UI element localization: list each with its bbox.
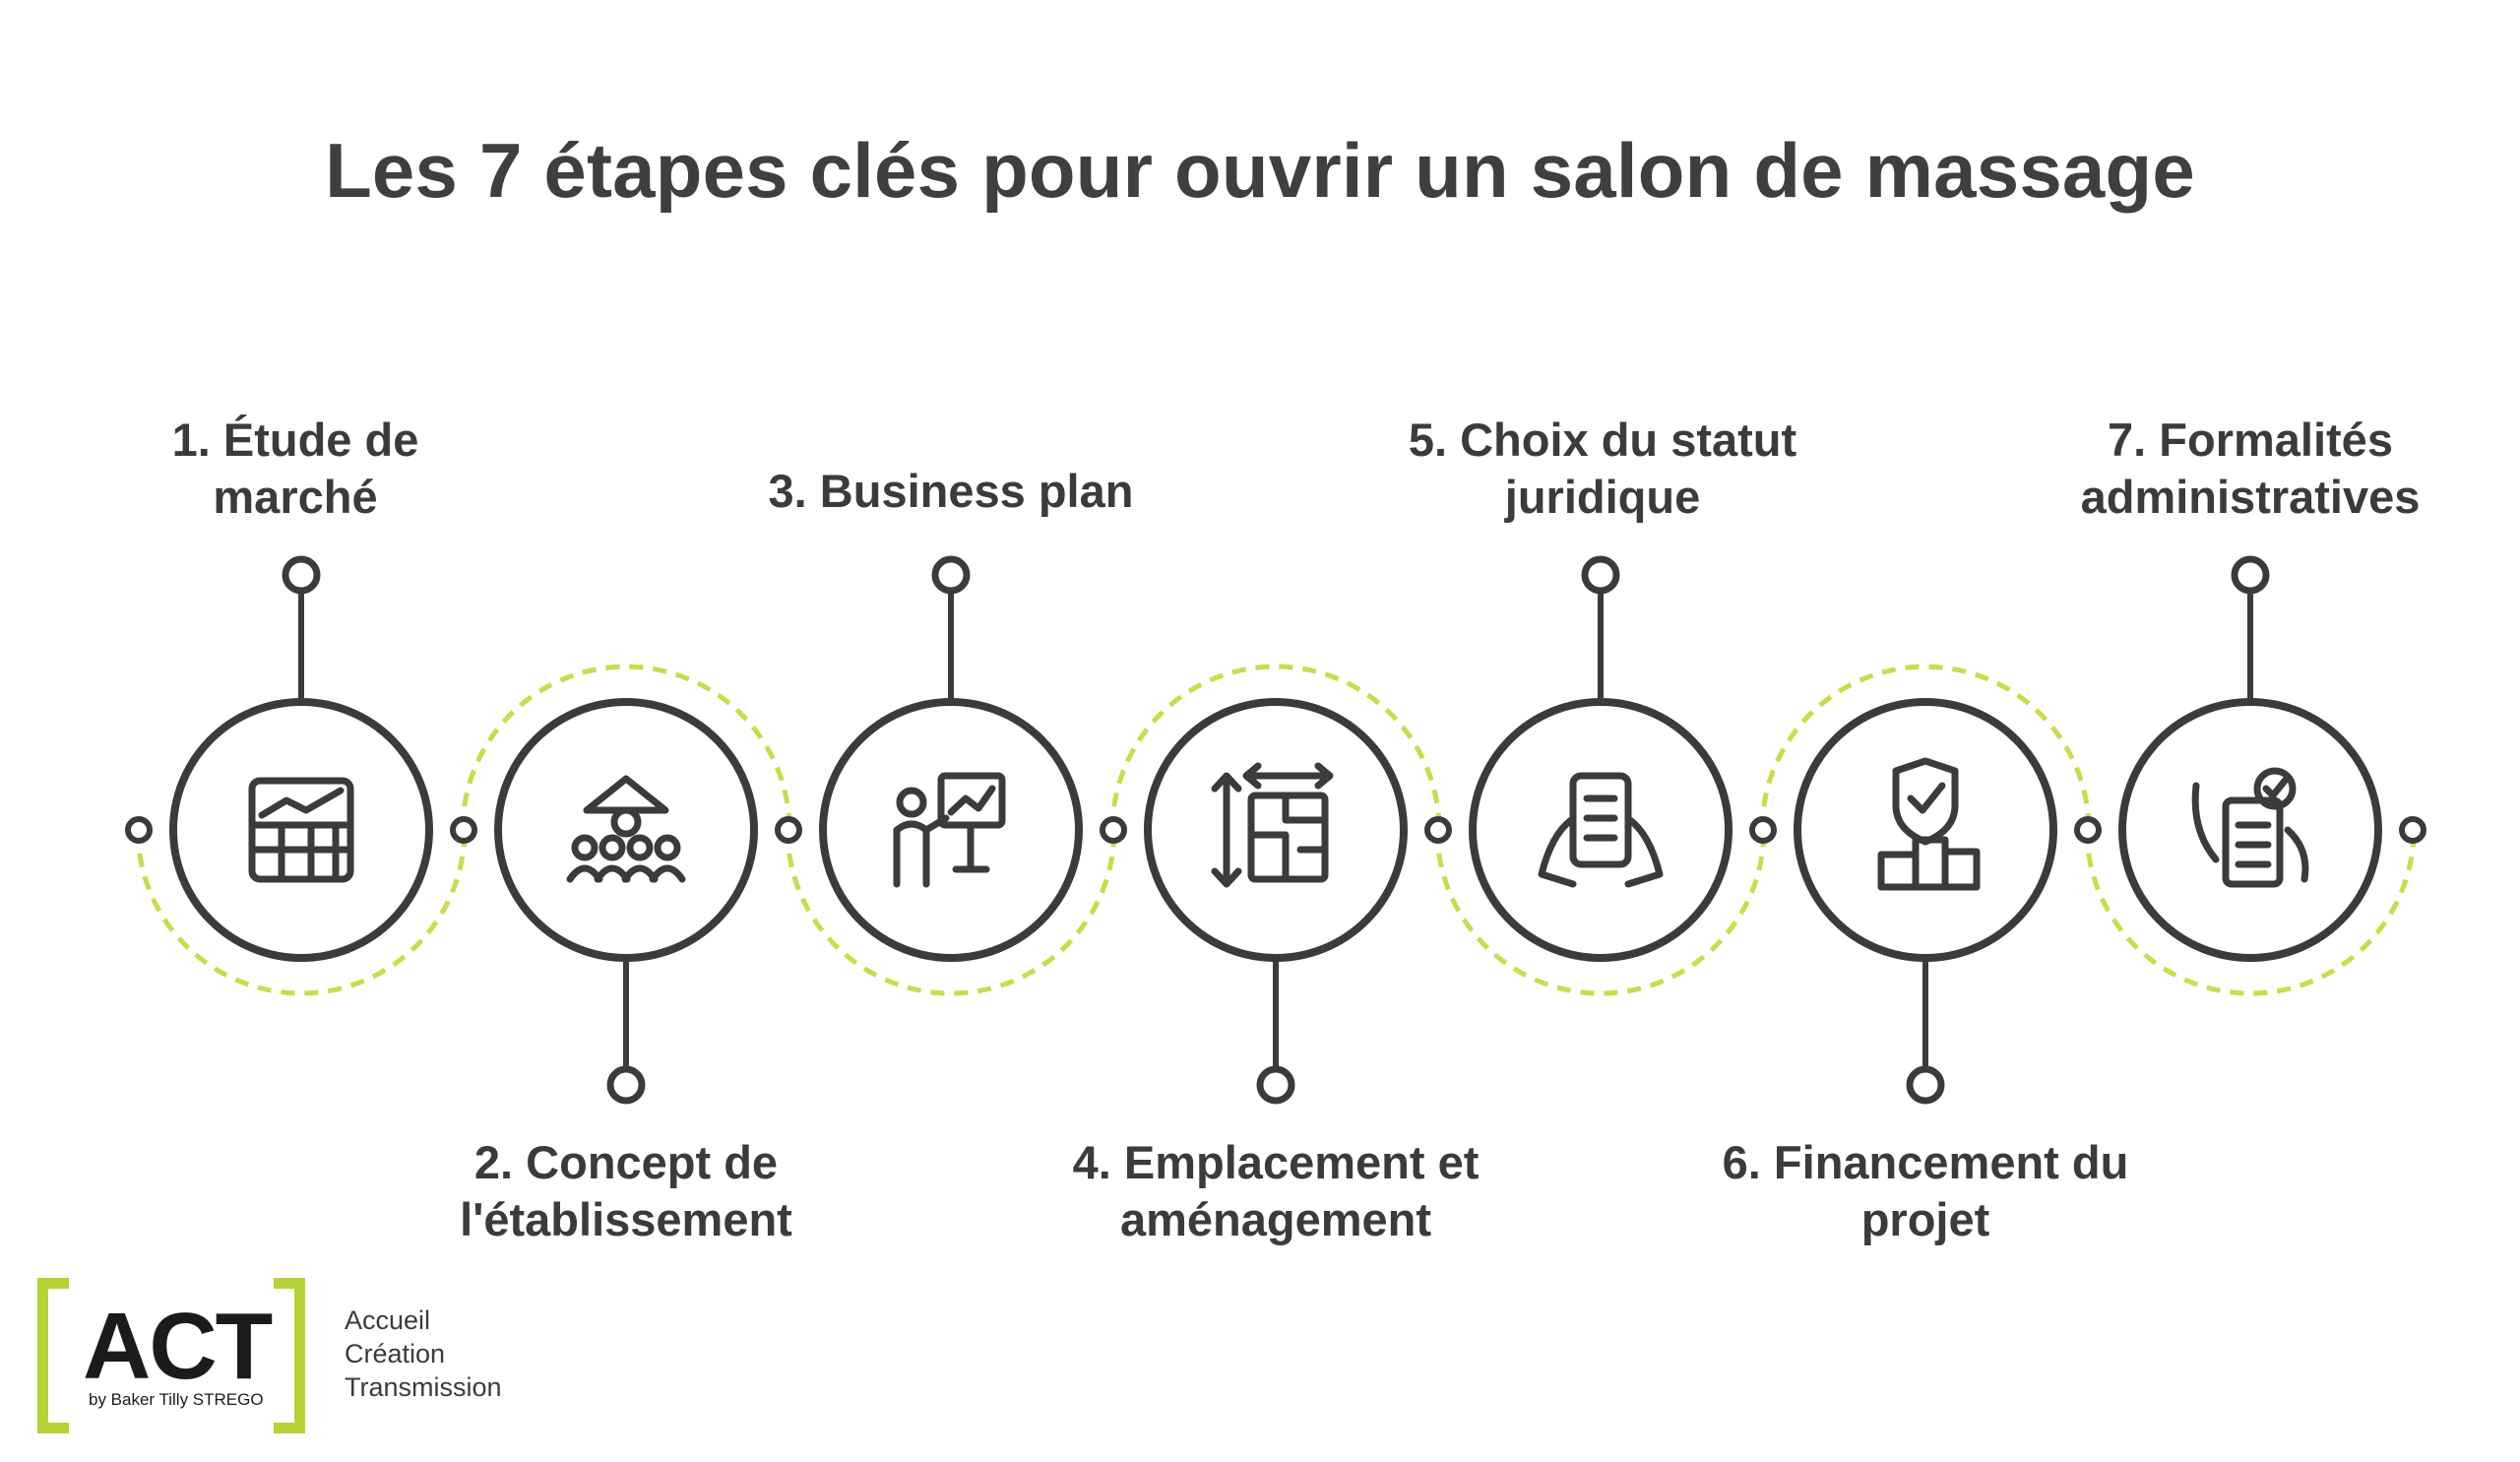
person-head — [654, 834, 681, 861]
logo-tagline: Accueil Création Transmission — [345, 1305, 502, 1402]
document-lines — [1583, 795, 1618, 842]
step-pin — [606, 1065, 646, 1105]
dashed-arc-6 — [1759, 664, 2092, 831]
step-circle — [1794, 698, 2057, 962]
dashed-arc-5 — [1434, 829, 1767, 996]
step-circle — [1144, 698, 1408, 962]
presenter-head — [896, 787, 927, 818]
dashed-arc-1 — [135, 829, 468, 996]
step-pin — [282, 555, 321, 595]
connector-dot — [2399, 816, 2426, 844]
connector-dot — [125, 816, 153, 844]
clipboard — [2222, 796, 2284, 888]
hands — [2191, 782, 2309, 883]
head — [610, 806, 642, 838]
connector-dots — [125, 816, 2426, 844]
check-badge — [2253, 767, 2297, 810]
vertical-arrow — [1211, 772, 1242, 888]
presenter-body — [893, 814, 950, 888]
step-pin — [1581, 555, 1620, 595]
step-3-label: 3. Business plan — [768, 465, 1134, 517]
step-pin — [1256, 1065, 1295, 1105]
dashed-arc-4 — [1109, 664, 1442, 831]
connector-dot — [775, 816, 802, 844]
dashed-arc-2 — [460, 664, 792, 831]
board-trend — [947, 785, 996, 816]
connector-dot — [1749, 816, 1777, 844]
step-6-node — [1794, 698, 2057, 1105]
logo-byline: by Baker Tilly STREGO — [89, 1390, 264, 1409]
sheet-frame — [248, 777, 354, 883]
building-right — [1941, 848, 1981, 891]
step-pin — [2231, 555, 2270, 595]
board-stand — [952, 821, 990, 873]
sheet-grid — [248, 821, 354, 883]
step-circle — [1469, 698, 1732, 962]
trend-line — [258, 787, 345, 819]
hands — [1538, 816, 1664, 888]
step-2-node — [494, 698, 758, 1105]
floor-plan-icon — [1211, 762, 1334, 888]
step-circle — [2118, 698, 2382, 962]
connector-dot — [450, 816, 477, 844]
step-pin — [1906, 1065, 1945, 1105]
dashed-arc-7 — [2084, 829, 2417, 996]
dashed-arc-3 — [785, 829, 1117, 996]
person-body — [649, 864, 686, 883]
person-head — [571, 834, 598, 861]
step-circle — [819, 698, 1083, 962]
connector-dot — [1424, 816, 1452, 844]
person-head — [598, 834, 626, 861]
step-7-node — [2118, 555, 2382, 962]
checklist-icon — [2191, 767, 2309, 888]
step-circle — [494, 698, 758, 962]
step-4-node — [1144, 698, 1408, 1105]
step-circle — [169, 698, 433, 962]
logo-bracket-right — [274, 1278, 305, 1433]
step-5-node — [1469, 555, 1732, 962]
presentation-board-icon — [893, 772, 1006, 888]
legal-document-icon — [1538, 772, 1664, 888]
clipboard-lines — [2235, 821, 2272, 868]
shield-buildings-icon — [1877, 757, 1981, 891]
building-left — [1877, 851, 1920, 891]
team-building-icon — [566, 775, 686, 883]
person-head — [626, 834, 654, 861]
step-pin — [931, 555, 971, 595]
step-1-node — [169, 555, 433, 962]
connector-dot — [1100, 816, 1127, 844]
check-mark — [2262, 777, 2289, 799]
logo-mark: ACT — [83, 1294, 273, 1399]
wave-arcs — [135, 664, 2417, 996]
horizontal-arrow — [1242, 762, 1334, 790]
logo-bracket-left — [37, 1278, 69, 1433]
connector-dot — [2074, 816, 2102, 844]
shield-check — [1907, 782, 1946, 814]
act-logo: ACT by Baker Tilly STREGO Accueil Créati… — [37, 1278, 589, 1445]
step-3-node — [819, 555, 1083, 962]
spreadsheet-chart-icon — [248, 777, 354, 883]
room-walls — [1247, 792, 1329, 883]
page-title: Les 7 étapes clés pour ouvrir un salon d… — [325, 127, 2195, 214]
